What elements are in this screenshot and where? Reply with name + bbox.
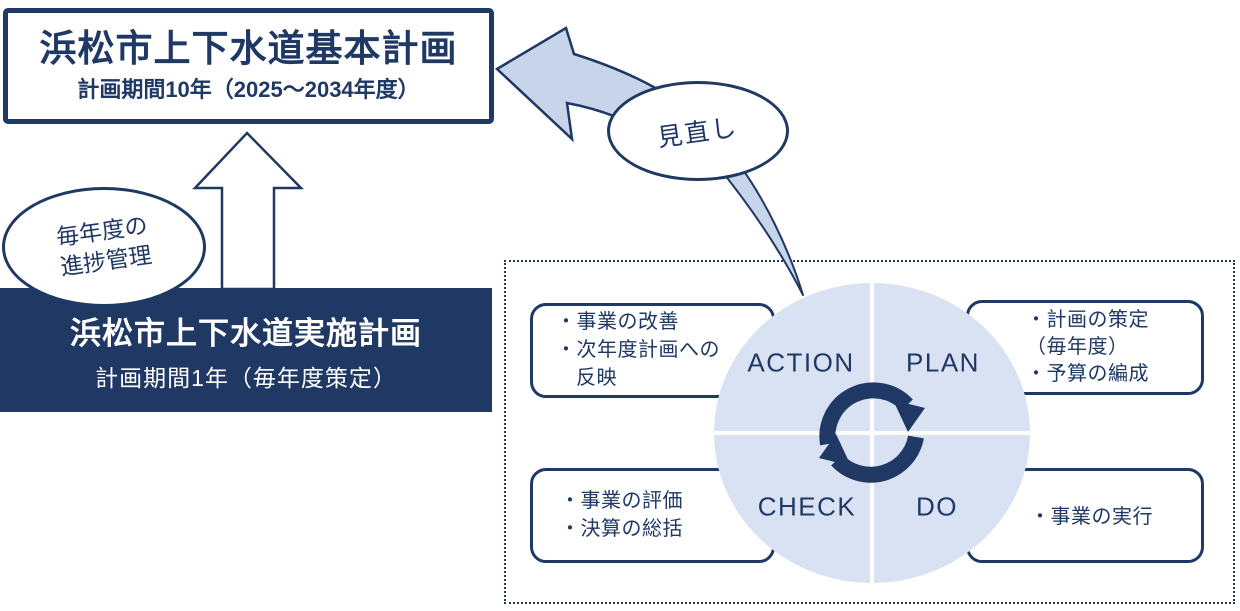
quadrant-divider-vertical bbox=[870, 283, 874, 583]
check-items-text: ・事業の評価・決算の総括 bbox=[560, 487, 683, 543]
bullet-line: ・決算の総括 bbox=[560, 518, 683, 540]
quadrant-label-action: ACTION bbox=[747, 347, 855, 378]
quadrant-label-plan: PLAN bbox=[906, 347, 980, 378]
quadrant-label-check: CHECK bbox=[757, 491, 857, 522]
do-items-text: ・事業の実行 bbox=[1030, 503, 1153, 531]
bullet-line: ・事業の実行 bbox=[1030, 506, 1153, 528]
pdca-circle bbox=[714, 283, 1030, 583]
implementation-plan-period: 計画期間1年（毎年度策定） bbox=[95, 364, 397, 391]
quadrant-label-do: DO bbox=[916, 491, 958, 522]
annual-management-label: 毎年度の 進捗管理 bbox=[54, 211, 153, 283]
annual-management-ellipse: 毎年度の 進捗管理 bbox=[2, 187, 206, 307]
bullet-line: ・計画の策定 bbox=[1026, 309, 1149, 331]
pdca-panel-border bbox=[504, 260, 1235, 604]
bullet-line: ・予算の編成 bbox=[1026, 363, 1149, 385]
review-label: 見直し bbox=[656, 113, 741, 153]
basic-plan-box: 浜松市上下水道基本計画 計画期間10年（2025～2034年度） bbox=[3, 8, 494, 124]
bullet-line: ・事業の評価 bbox=[560, 490, 683, 512]
plan-items-text: ・計画の策定 （毎年度） ・予算の編成 bbox=[1026, 307, 1149, 388]
bullet-line: 反映 bbox=[576, 367, 617, 389]
bullet-line: ・次年度計画への bbox=[556, 339, 720, 361]
implementation-plan-box: 浜松市上下水道実施計画 計画期間1年（毎年度策定） bbox=[0, 288, 492, 412]
implementation-plan-title: 浜松市上下水道実施計画 bbox=[70, 315, 422, 351]
up-arrow-icon bbox=[192, 131, 304, 291]
basic-plan-period: 計画期間10年（2025～2034年度） bbox=[77, 77, 420, 103]
basic-plan-title: 浜松市上下水道基本計画 bbox=[39, 27, 458, 69]
bullet-line: ・事業の改善 bbox=[556, 311, 679, 333]
bullet-line: （毎年度） bbox=[1026, 336, 1129, 358]
action-items-text: ・事業の改善・次年度計画への反映 bbox=[556, 308, 720, 392]
review-ellipse: 見直し bbox=[607, 81, 789, 181]
